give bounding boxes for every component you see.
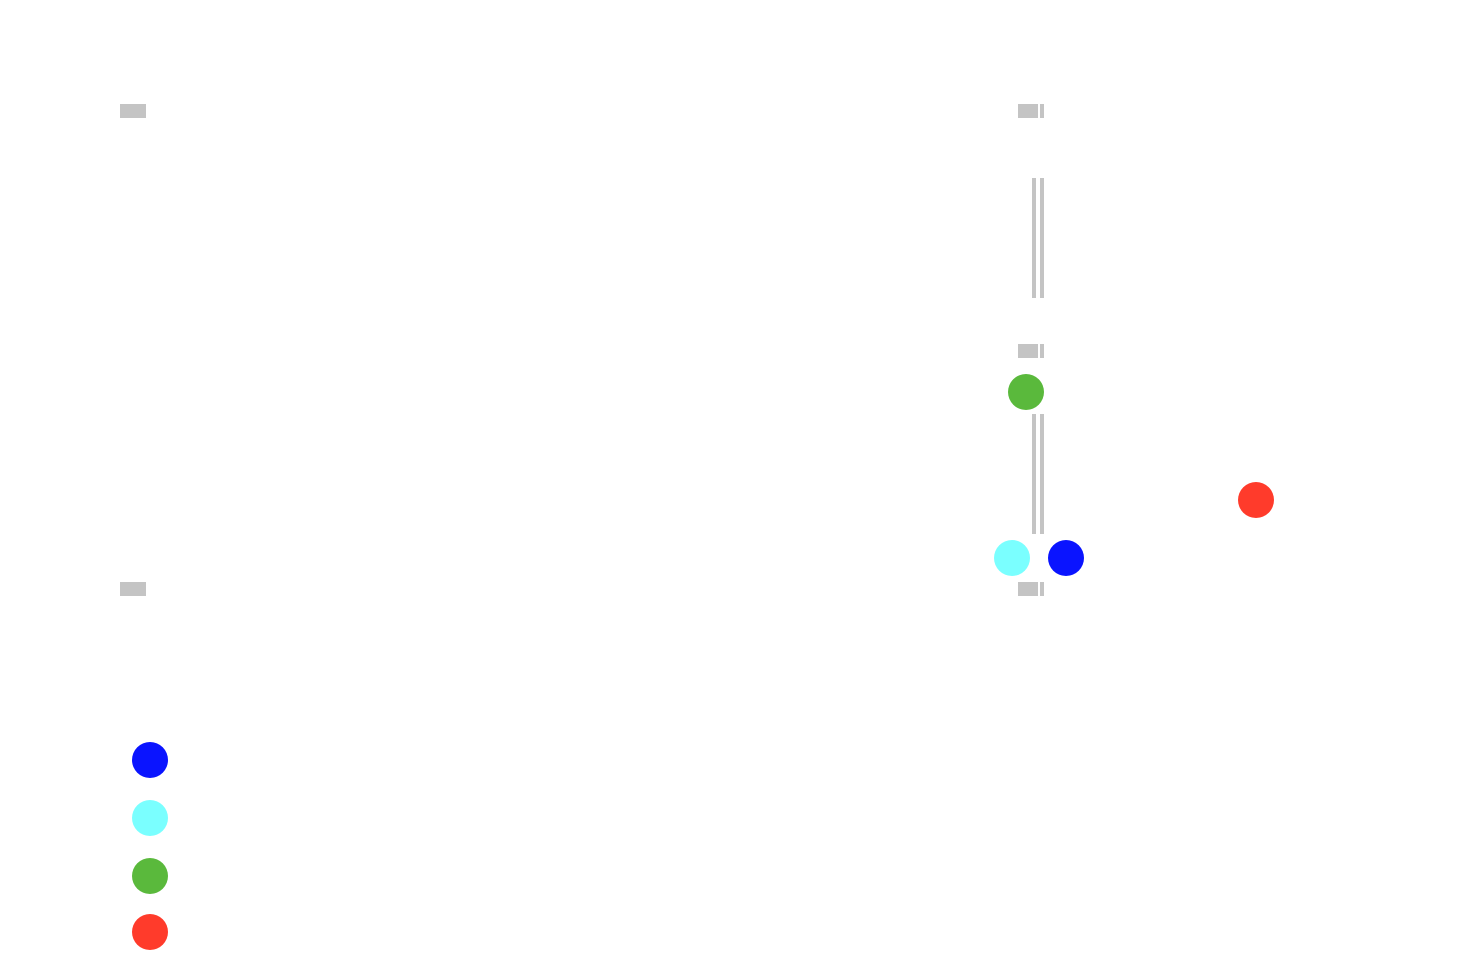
green-dot-icon[interactable] [1008, 374, 1044, 410]
tab-notch [1038, 582, 1040, 596]
placeholder-tab-bottom-right [1018, 582, 1044, 596]
legend-red-dot-icon [132, 914, 168, 950]
placeholder-tab-top-left [120, 104, 146, 118]
cyan-dot-icon[interactable] [994, 540, 1030, 576]
vertical-rail-upper-left [1032, 178, 1036, 298]
tab-notch [1038, 104, 1040, 118]
blue-dot-icon[interactable] [1048, 540, 1084, 576]
legend-green-dot-icon [132, 858, 168, 894]
placeholder-tab-top-right [1018, 104, 1044, 118]
vertical-rail-upper-right [1040, 178, 1044, 298]
placeholder-tab-bottom-left [120, 582, 146, 596]
legend-blue-dot-icon [132, 742, 168, 778]
tab-notch [1038, 344, 1040, 358]
legend-cyan-dot-icon [132, 800, 168, 836]
placeholder-tab-middle-right [1018, 344, 1044, 358]
vertical-rail-lower-left [1032, 414, 1036, 534]
red-dot-icon[interactable] [1238, 482, 1274, 518]
vertical-rail-lower-right [1040, 414, 1044, 534]
